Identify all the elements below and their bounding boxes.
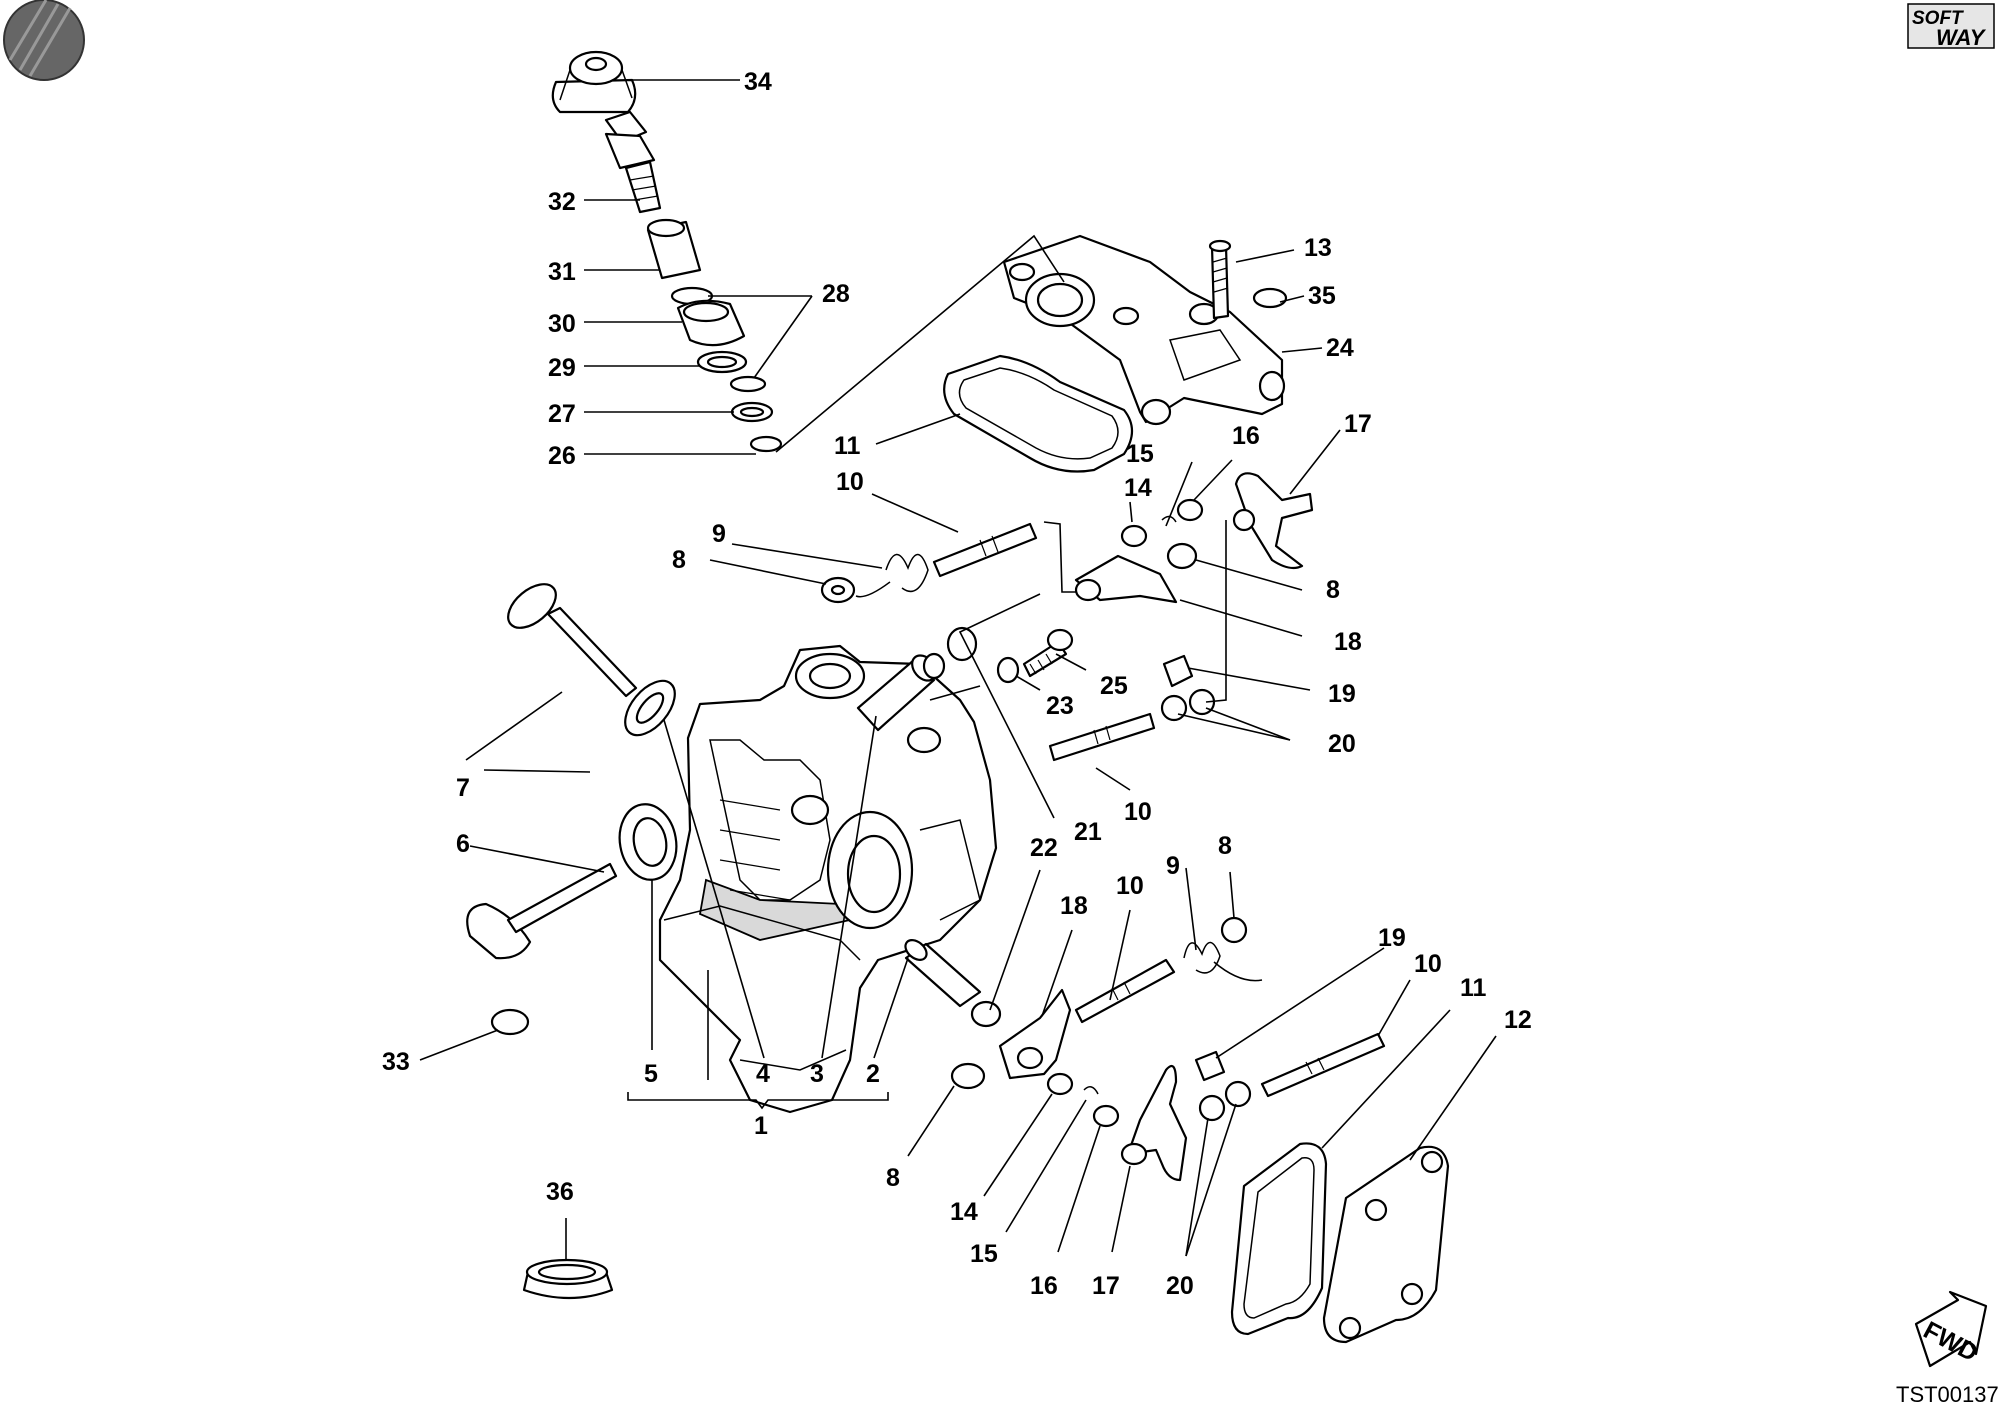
callout-33: 33 bbox=[382, 1048, 410, 1076]
callout-23: 23 bbox=[1046, 692, 1074, 720]
corner-badge-icon bbox=[3, 0, 85, 81]
callout-8-d: 8 bbox=[886, 1164, 900, 1192]
part-25-bolt bbox=[1022, 628, 1074, 678]
callout-11-lower: 11 bbox=[1460, 974, 1487, 1002]
lower-rocker-assembly bbox=[904, 916, 1386, 1182]
callout-22: 22 bbox=[1030, 834, 1058, 862]
callout-13: 13 bbox=[1304, 234, 1332, 262]
part-31-union bbox=[646, 218, 702, 280]
callout-6: 6 bbox=[456, 830, 470, 858]
part-6-valve bbox=[466, 862, 618, 960]
part-12-cover bbox=[1322, 1145, 1450, 1344]
callout-27: 27 bbox=[548, 400, 576, 428]
callout-25: 25 bbox=[1100, 672, 1128, 700]
callout-17-lower: 17 bbox=[1092, 1272, 1120, 1300]
callout-8-c: 8 bbox=[1218, 832, 1232, 860]
callout-9-upper: 9 bbox=[712, 520, 726, 548]
callout-14-lower: 14 bbox=[950, 1198, 978, 1226]
part-7-valve bbox=[507, 583, 638, 698]
brand-line2: WAY bbox=[1936, 25, 1987, 50]
part-27-washer bbox=[730, 401, 774, 423]
callout-5: 5 bbox=[644, 1060, 658, 1088]
part-36-cup bbox=[522, 1258, 614, 1300]
callout-18-lower: 18 bbox=[1060, 892, 1088, 920]
callout-1: 1 bbox=[754, 1112, 768, 1140]
part-33-plug bbox=[490, 1008, 530, 1036]
callout-24: 24 bbox=[1326, 334, 1354, 362]
callout-29: 29 bbox=[548, 354, 576, 382]
drawing-code: TST00137 bbox=[1896, 1382, 1999, 1407]
callout-10-b: 10 bbox=[1124, 798, 1152, 826]
callout-30: 30 bbox=[548, 310, 576, 338]
callout-10-c: 10 bbox=[1116, 872, 1144, 900]
callout-8-a: 8 bbox=[672, 546, 686, 574]
part-4-seal bbox=[624, 679, 676, 737]
part-32-sensor bbox=[604, 110, 662, 214]
callout-28: 28 bbox=[822, 280, 850, 308]
callout-labels: 34 32 31 28 30 29 27 26 13 35 24 11 15 1… bbox=[382, 68, 1532, 1300]
leader-lines bbox=[419, 79, 1497, 1260]
callout-36: 36 bbox=[546, 1178, 574, 1206]
callout-8-b: 8 bbox=[1326, 576, 1340, 604]
callout-20-upper: 20 bbox=[1328, 730, 1356, 758]
callout-14-upper: 14 bbox=[1124, 474, 1152, 502]
part-26-circlip bbox=[749, 435, 783, 453]
part-11-gasket-upper bbox=[943, 354, 1134, 473]
callout-15-lower: 15 bbox=[970, 1240, 998, 1268]
callout-32: 32 bbox=[548, 188, 576, 216]
callout-9-lower: 9 bbox=[1166, 852, 1180, 880]
callout-12: 12 bbox=[1504, 1006, 1532, 1034]
callout-35: 35 bbox=[1308, 282, 1336, 310]
callout-20-lower: 20 bbox=[1166, 1272, 1194, 1300]
callout-16-lower: 16 bbox=[1030, 1272, 1058, 1300]
callout-26: 26 bbox=[548, 442, 576, 470]
callout-21: 21 bbox=[1074, 818, 1102, 846]
callout-2: 2 bbox=[866, 1060, 880, 1088]
callout-3: 3 bbox=[810, 1060, 824, 1088]
part-23-washer bbox=[996, 656, 1020, 684]
part-13-screw bbox=[1208, 239, 1232, 320]
part-30-fitting bbox=[676, 299, 746, 347]
callout-10-d: 10 bbox=[1414, 950, 1442, 978]
brand-line1: SOFT bbox=[1912, 8, 1964, 29]
part-11-gasket-lower bbox=[1230, 1142, 1328, 1336]
callout-15-upper: 15 bbox=[1126, 440, 1154, 468]
callout-4: 4 bbox=[756, 1060, 770, 1088]
part-5-seal bbox=[618, 803, 678, 881]
part-21-seal bbox=[922, 626, 978, 680]
callout-7: 7 bbox=[456, 774, 470, 802]
part-1-cylinder-head bbox=[658, 644, 998, 1114]
callout-10-a: 10 bbox=[836, 468, 864, 496]
part-29-washer bbox=[696, 350, 748, 374]
softway-logo: SOFT WAY bbox=[1907, 3, 1995, 50]
upper-rocker-assembly bbox=[820, 472, 1314, 762]
callout-19-lower: 19 bbox=[1378, 924, 1406, 952]
part-24-cover bbox=[1002, 234, 1286, 426]
callout-34: 34 bbox=[744, 68, 772, 96]
callout-11-upper: 11 bbox=[834, 432, 861, 460]
part-35-plug bbox=[1252, 287, 1288, 309]
part-34-cap bbox=[551, 50, 637, 114]
callout-19-upper: 19 bbox=[1328, 680, 1356, 708]
callout-31: 31 bbox=[548, 258, 576, 286]
callout-17-upper: 17 bbox=[1344, 410, 1372, 438]
callout-18-upper: 18 bbox=[1334, 628, 1362, 656]
fwd-arrow-icon: FWD bbox=[1914, 1290, 1988, 1367]
callout-16-upper: 16 bbox=[1232, 422, 1260, 450]
